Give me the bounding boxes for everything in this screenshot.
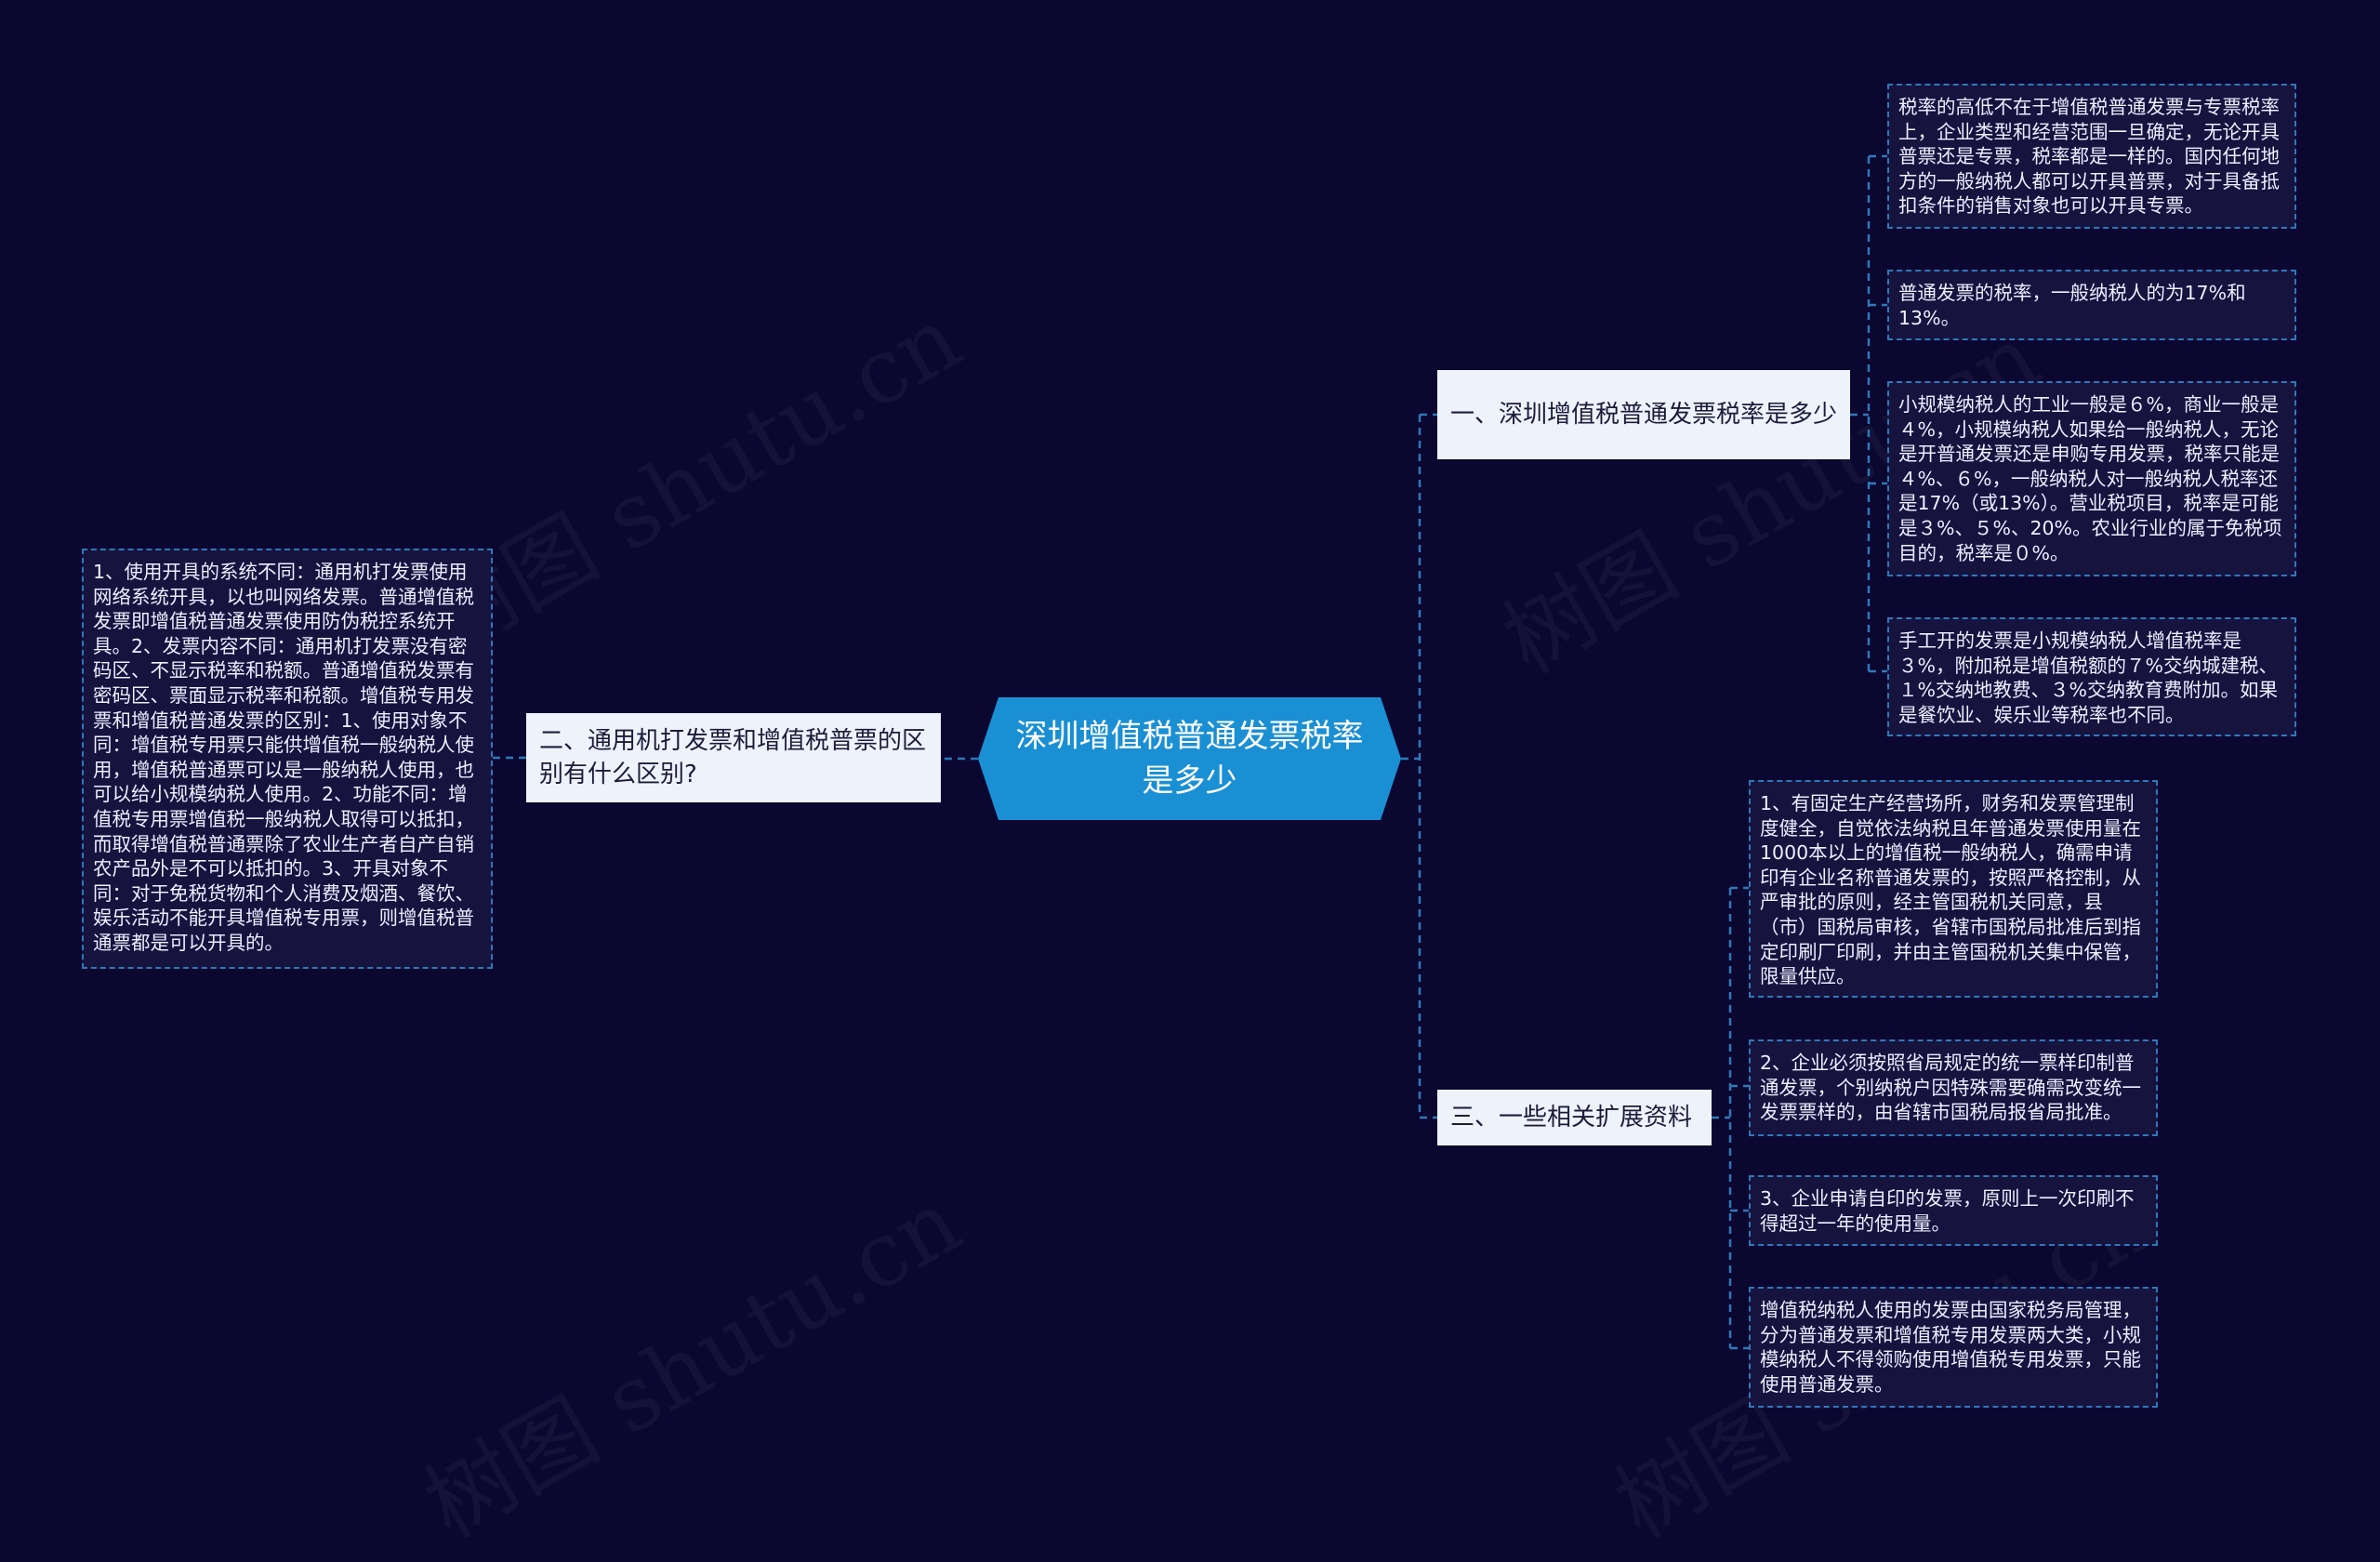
- leaf-text: 增值税纳税人使用的发票由国家税务局管理，分为普通发票和增值税专用发票两大类，小规…: [1760, 1299, 2141, 1396]
- leaf-rate-note-3[interactable]: 小规模纳税人的工业一般是６%，商业一般是４%，小规模纳税人如果给一般纳税人，无论…: [1887, 381, 2296, 576]
- branch-label: 一、深圳增值税普通发票税率是多少: [1450, 401, 1838, 429]
- leaf-text: 手工开的发票是小规模纳税人增值税率是３%，附加税是增值税额的７%交纳城建税、１%…: [1898, 629, 2278, 726]
- leaf-rate-note-4[interactable]: 手工开的发票是小规模纳税人增值税率是３%，附加税是增值税额的７%交纳城建税、１%…: [1887, 617, 2296, 736]
- leaf-difference-note[interactable]: 1、使用开具的系统不同：通用机打发票使用网络系统开具，以也叫网络发票。普通增值税…: [82, 549, 493, 969]
- connector-lines: [493, 154, 1887, 1350]
- branch-extended-info[interactable]: 三、一些相关扩展资料: [1437, 1090, 1712, 1145]
- leaf-text: 小规模纳税人的工业一般是６%，商业一般是４%，小规模纳税人如果给一般纳税人，无论…: [1898, 393, 2282, 564]
- leaf-extended-note-2[interactable]: 2、企业必须按照省局规定的统一票样印制普通发票，个别纳税户因特殊需要确需改变统一…: [1749, 1039, 2158, 1136]
- leaf-text: 3、企业申请自印的发票，原则上一次印刷不得超过一年的使用量。: [1760, 1187, 2135, 1235]
- leaf-extended-note-3[interactable]: 3、企业申请自印的发票，原则上一次印刷不得超过一年的使用量。: [1749, 1175, 2158, 1246]
- leaf-rate-note-2[interactable]: 普通发票的税率，一般纳税人的为17%和13%。: [1887, 270, 2296, 340]
- leaf-text: 1、使用开具的系统不同：通用机打发票使用网络系统开具，以也叫网络发票。普通增值税…: [93, 561, 474, 954]
- leaf-text: 1、有固定生产经营场所，财务和发票管理制度健全，自觉依法纳税且年普通发票使用量在…: [1760, 792, 2141, 988]
- leaf-extended-note-1[interactable]: 1、有固定生产经营场所，财务和发票管理制度健全，自觉依法纳税且年普通发票使用量在…: [1749, 780, 2158, 998]
- central-topic-label: 深圳增值税普通发票税率是多少: [1015, 718, 1364, 800]
- leaf-text: 税率的高低不在于增值税普通发票与专票税率上，企业类型和经营范围一旦确定，无论开具…: [1898, 96, 2280, 218]
- branch-label: 三、一些相关扩展资料: [1450, 1104, 1693, 1132]
- branch-invoice-difference[interactable]: 二、通用机打发票和增值税普票的区别有什么区别?: [526, 713, 941, 802]
- branch-tax-rate[interactable]: 一、深圳增值税普通发票税率是多少: [1437, 370, 1850, 459]
- leaf-text: 2、企业必须按照省局规定的统一票样印制普通发票，个别纳税户因特殊需要确需改变统一…: [1760, 1052, 2141, 1124]
- leaf-rate-note-1[interactable]: 税率的高低不在于增值税普通发票与专票税率上，企业类型和经营范围一旦确定，无论开具…: [1887, 84, 2296, 229]
- leaf-extended-note-4[interactable]: 增值税纳税人使用的发票由国家税务局管理，分为普通发票和增值税专用发票两大类，小规…: [1749, 1287, 2158, 1408]
- mind-map-canvas: 树图 shutu.cn 树图 shutu.cn 树图 shutu.cn 树图 s…: [82, 84, 2296, 1558]
- branch-label: 二、通用机打发票和增值税普票的区别有什么区别?: [539, 727, 927, 788]
- leaf-text: 普通发票的税率，一般纳税人的为17%和13%。: [1898, 282, 2246, 329]
- central-topic[interactable]: 深圳增值税普通发票税率是多少: [978, 697, 1401, 820]
